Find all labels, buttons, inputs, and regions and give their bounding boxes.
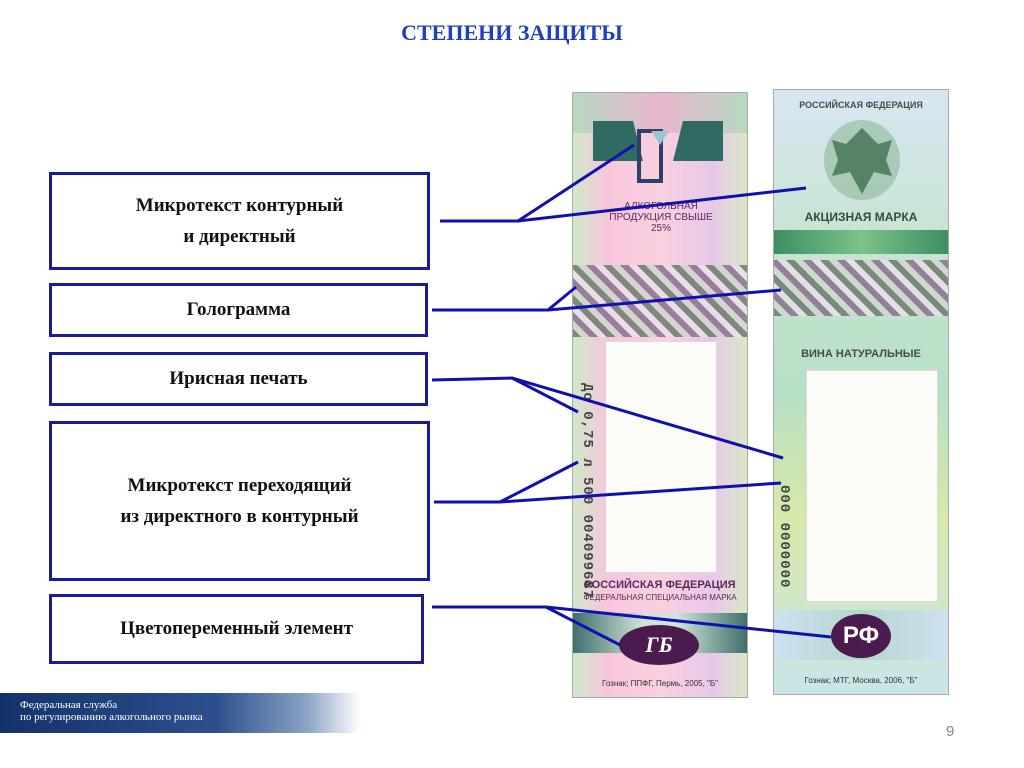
color-shift-emblem: ГБ: [619, 625, 699, 665]
label-text: Голограмма: [186, 299, 291, 321]
blank-window: [806, 370, 938, 602]
printer-text: Гознак; МТГ, Москва, 2006, "Б": [804, 676, 918, 685]
leader-line: [431, 376, 579, 414]
label-color-shift: Цветопеременный элемент: [49, 594, 424, 664]
label-text: Микротекст контурный и директный: [135, 194, 344, 247]
leader-line: [517, 186, 807, 223]
subtitle-text: ФЕДЕРАЛЬНАЯ СПЕЦИАЛЬНАЯ МАРКА: [583, 593, 737, 602]
leader-line: [434, 460, 579, 504]
color-shift-emblem: РФ: [831, 614, 891, 658]
excise-stamp-spirits: АЛКОГОЛЬНАЯ ПРОДУКЦИЯ СВЫШЕ 25% До 0,75 …: [572, 92, 748, 698]
leader-line: [511, 376, 784, 460]
excise-stamp-wine: РОССИЙСКАЯ ФЕДЕРАЦИЯ АКЦИЗНАЯ МАРКА ВИНА…: [773, 89, 949, 695]
leader-line: [545, 605, 832, 639]
excise-mark-text: АКЦИЗНАЯ МАРКА: [804, 210, 918, 224]
label-text: Цветопеременный элемент: [120, 618, 353, 640]
leader-line: [432, 285, 577, 312]
green-band: [774, 230, 948, 254]
footer-line-2: по регулированию алкогольного рынка: [20, 711, 203, 723]
hologram-strip: [774, 260, 948, 316]
label-iris-print: Ирисная печать: [49, 352, 428, 406]
country-text: РОССИЙСКАЯ ФЕДЕРАЦИЯ: [799, 100, 923, 110]
product-text: АЛКОГОЛЬНАЯ ПРОДУКЦИЯ СВЫШЕ 25%: [609, 201, 713, 234]
page-number: 9: [946, 723, 955, 740]
footer-line-1: Федеральная служба: [20, 699, 118, 711]
bottle-outline-icon: [593, 121, 723, 183]
printer-text: Гознак; ППФГ, Пермь, 2005, "Б": [602, 679, 718, 688]
coat-of-arms-icon: [824, 120, 900, 200]
label-microtext-transition: Микротекст переходящий из директного в к…: [49, 421, 430, 581]
footer-banner: Федеральная служба по регулированию алко…: [0, 693, 360, 733]
label-text: Ирисная печать: [169, 368, 308, 390]
label-hologram: Голограмма: [49, 283, 428, 337]
label-microtext-contour: Микротекст контурный и директный: [49, 172, 430, 270]
slide-title: СТЕПЕНИ ЗАЩИТЫ: [401, 20, 623, 45]
label-text: Микротекст переходящий из директного в к…: [120, 474, 359, 527]
country-text: РОССИЙСКАЯ ФЕДЕРАЦИЯ: [584, 579, 736, 591]
leader-line: [547, 288, 782, 312]
leader-line: [499, 481, 782, 504]
category-text: ВИНА НАТУРАЛЬНЫЕ: [801, 348, 921, 360]
blank-window: [605, 341, 717, 573]
